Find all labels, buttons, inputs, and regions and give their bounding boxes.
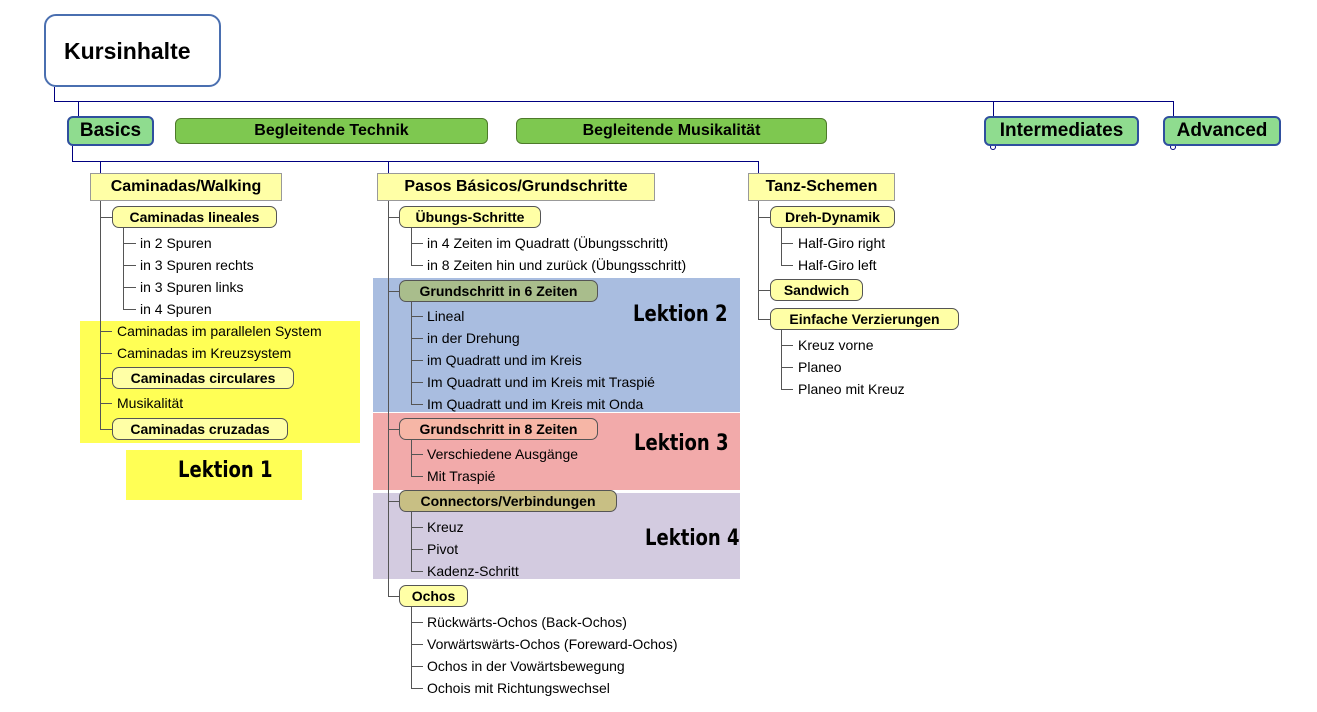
- node-begleitende-technik[interactable]: Begleitende Technik: [175, 118, 488, 144]
- leaf-g6-4: Im Quadratt und im Kreis mit Onda: [427, 396, 644, 412]
- leaf-uebung-1: in 8 Zeiten hin und zurück (Übungsschrit…: [427, 257, 687, 273]
- lektion-1-label-box: [126, 450, 302, 500]
- node-sandwich[interactable]: Sandwich: [770, 279, 863, 301]
- node-pasos-basicos[interactable]: Pasos Básicos/Grundschritte: [377, 173, 655, 201]
- leaf-verz-2: Planeo mit Kreuz: [798, 381, 905, 397]
- leaf-g8-1: Mit Traspié: [427, 468, 496, 484]
- node-connectors[interactable]: Connectors/Verbindungen: [399, 490, 617, 512]
- leaf-lineales-2: in 3 Spuren links: [140, 279, 244, 295]
- node-dreh-dynamik[interactable]: Dreh-Dynamik: [770, 206, 895, 228]
- node-advanced[interactable]: Advanced: [1163, 116, 1281, 146]
- leaf-ochos-1: Vorwärtswärts-Ochos (Foreward-Ochos): [427, 636, 678, 652]
- leaf-conn-2: Kadenz-Schritt: [427, 563, 519, 579]
- lektion-3-label: Lektion 3: [634, 431, 729, 456]
- leaf-lineales-3: in 4 Spuren: [140, 301, 212, 317]
- leaf-g8-0: Verschiedene Ausgänge: [427, 446, 579, 462]
- leaf-ochos-2: Ochos in der Vowärtsbewegung: [427, 658, 625, 674]
- node-ochos[interactable]: Ochos: [399, 585, 468, 607]
- node-caminadas-cruzadas[interactable]: Caminadas cruzadas: [112, 418, 288, 440]
- leaf-lineales-0: in 2 Spuren: [140, 235, 212, 251]
- lektion-4-label: Lektion 4: [645, 526, 740, 551]
- root-node-kursinhalte[interactable]: Kursinhalte: [44, 14, 221, 87]
- leaf-verz-1: Planeo: [798, 359, 842, 375]
- leaf-g6-1: in der Drehung: [427, 330, 520, 346]
- leaf-g6-3: Im Quadratt und im Kreis mit Traspié: [427, 374, 655, 390]
- leaf-lineales-1: in 3 Spuren rechts: [140, 257, 254, 273]
- node-einfache-verzierungen[interactable]: Einfache Verzierungen: [770, 308, 959, 330]
- leaf-verz-0: Kreuz vorne: [798, 337, 874, 353]
- node-grundschritt-8[interactable]: Grundschritt in 8 Zeiten: [399, 418, 598, 440]
- leaf-ochos-3: Ochois mit Richtungswechsel: [427, 680, 610, 696]
- node-begleitende-musikalitaet[interactable]: Begleitende Musikalität: [516, 118, 827, 144]
- node-caminadas-walking[interactable]: Caminadas/Walking: [90, 173, 282, 201]
- leaf-ochos-0: Rückwärts-Ochos (Back-Ochos): [427, 614, 627, 630]
- node-caminadas-circulares[interactable]: Caminadas circulares: [112, 367, 294, 389]
- leaf-caminadas-parallel: Caminadas im parallelen System: [117, 323, 322, 339]
- node-tanz-schemen[interactable]: Tanz-Schemen: [748, 173, 895, 201]
- node-uebungs-schritte[interactable]: Übungs-Schritte: [399, 206, 541, 228]
- leaf-caminadas-kreuz: Caminadas im Kreuzsystem: [117, 345, 292, 361]
- leaf-conn-0: Kreuz: [427, 519, 464, 535]
- leaf-uebung-0: in 4 Zeiten im Quadratt (Übungsschritt): [427, 235, 669, 251]
- leaf-conn-1: Pivot: [427, 541, 459, 557]
- lektion-2-label: Lektion 2: [633, 302, 728, 327]
- lektion-1-label: Lektion 1: [178, 458, 273, 483]
- node-grundschritt-6[interactable]: Grundschritt in 6 Zeiten: [399, 280, 598, 302]
- leaf-dreh-1: Half-Giro left: [798, 257, 877, 273]
- node-basics[interactable]: Basics: [67, 116, 154, 146]
- leaf-musikalitaet: Musikalität: [117, 395, 184, 411]
- leaf-g6-2: im Quadratt und im Kreis: [427, 352, 582, 368]
- node-intermediates[interactable]: Intermediates: [984, 116, 1139, 146]
- node-caminadas-lineales[interactable]: Caminadas lineales: [112, 206, 277, 228]
- leaf-dreh-0: Half-Giro right: [798, 235, 886, 251]
- leaf-g6-0: Lineal: [427, 308, 465, 324]
